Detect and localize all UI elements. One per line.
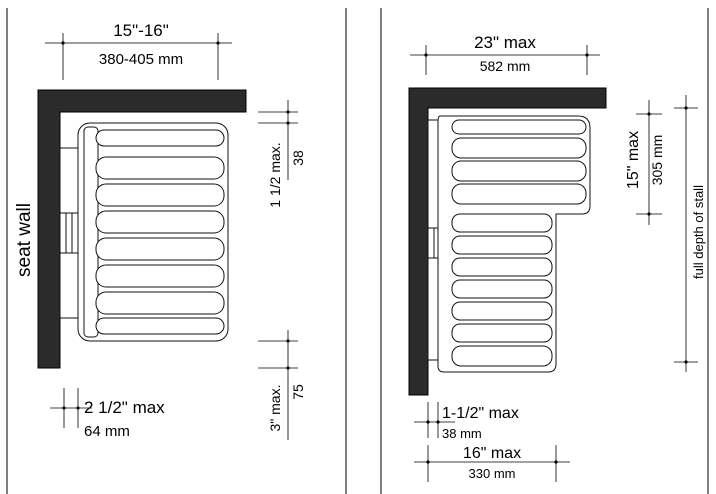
right-extension-dimension: 15" max 305 mm — [625, 100, 665, 225]
left-width-dimension: 15"-16" 380-405 mm — [45, 21, 232, 80]
left-wall — [37, 89, 247, 369]
left-bottom-gap-dimension: 3" max. 75 — [258, 330, 306, 440]
right-wall — [408, 87, 607, 396]
left-width-imperial: 15"-16" — [113, 21, 169, 40]
right-wall-gap-metric: 38 mm — [442, 426, 482, 441]
right-width-metric: 582 mm — [480, 58, 531, 74]
right-seat-depth-dimension: 16" max 330 mm — [414, 445, 570, 482]
left-bottom-gap-metric: 75 — [290, 384, 306, 400]
left-wall-gap-imperial: 2 1/2" max — [84, 398, 165, 417]
left-top-gap-dimension: 1 1/2 max. 38 — [258, 100, 306, 208]
panel-borders — [6, 8, 709, 494]
left-seat — [59, 122, 229, 342]
stall-depth-dimension: full depth of stall — [674, 95, 706, 372]
left-wall-gap-dimension: 2 1/2" max 64 mm — [50, 388, 165, 440]
left-top-gap-imperial: 1 1/2 max. — [267, 142, 283, 207]
right-seat-depth-imperial: 16" max — [463, 445, 521, 462]
right-seat-depth-metric: 330 mm — [469, 466, 516, 481]
left-top-gap-metric: 38 — [290, 150, 306, 166]
right-extension-metric: 305 mm — [649, 135, 665, 186]
right-wall-gap-imperial: 1-1/2" max — [442, 405, 519, 422]
stall-depth-label: full depth of stall — [691, 185, 706, 279]
seat-wall-label: seat wall — [14, 203, 35, 277]
left-width-metric: 380-405 mm — [99, 51, 183, 68]
right-width-dimension: 23" max 582 mm — [410, 33, 600, 75]
right-width-imperial: 23" max — [474, 33, 536, 52]
right-seat — [427, 115, 591, 373]
right-wall-gap-dimension: 1-1/2" max 38 mm — [414, 402, 519, 441]
right-extension-imperial: 15" max — [625, 131, 642, 189]
left-wall-gap-metric: 64 mm — [84, 423, 130, 440]
left-bottom-gap-imperial: 3" max. — [267, 385, 283, 432]
